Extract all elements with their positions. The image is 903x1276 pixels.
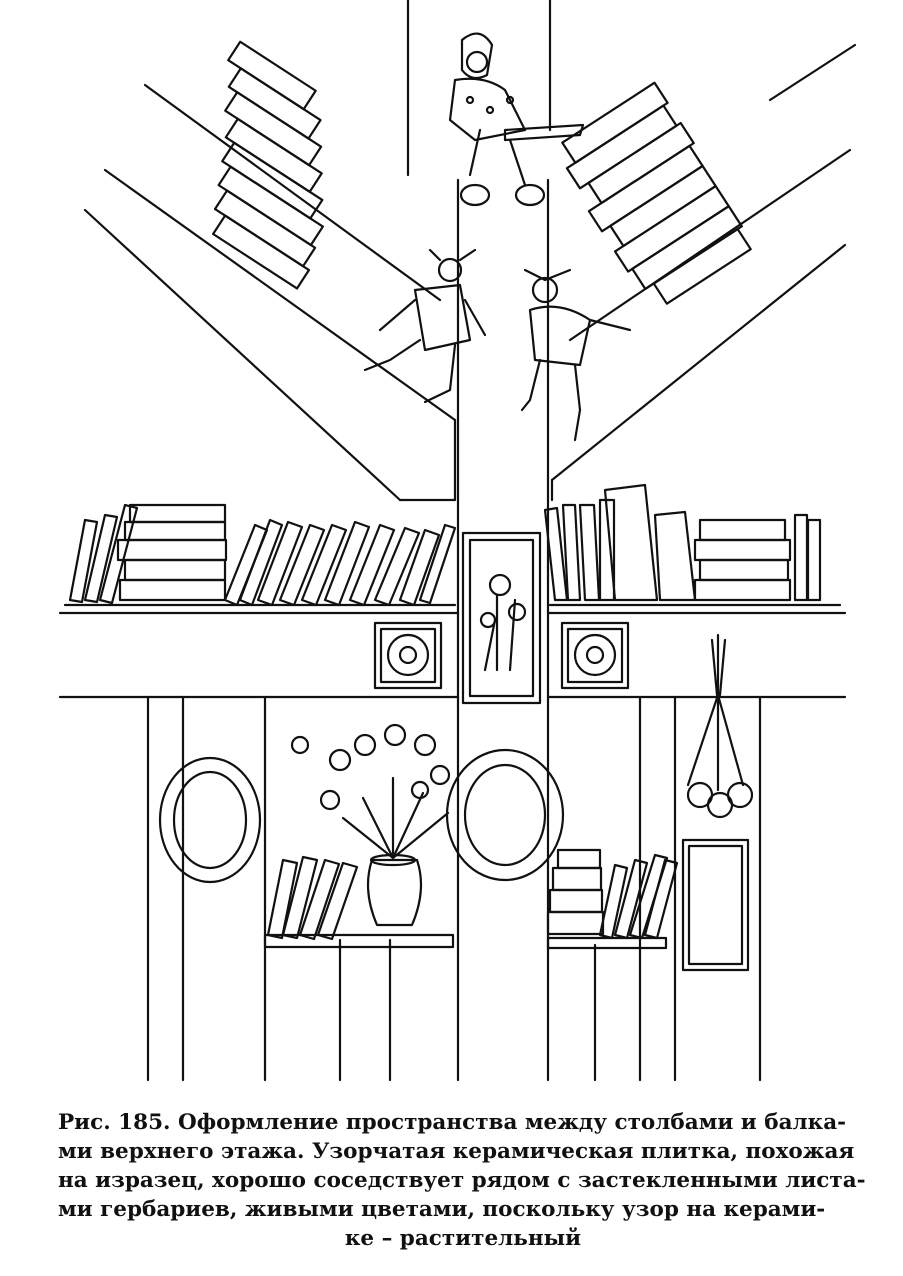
wreath-left — [160, 758, 260, 882]
lower-right-books — [548, 850, 677, 938]
illustration — [0, 0, 903, 1090]
middle-shelf — [60, 605, 845, 697]
figure-caption: Рис. 185. Оформление пространства между … — [58, 1108, 866, 1253]
ceramic-tile-right — [562, 623, 628, 688]
caption-line: ми верхнего этажа. Узорчатая керамическа… — [58, 1139, 855, 1164]
upper-right-books — [550, 83, 759, 312]
caption-line: Рис. 185. Оформление пространства между … — [58, 1110, 847, 1135]
wreath-right — [447, 750, 563, 880]
herbarium-frame — [463, 533, 540, 703]
lower-left-books — [268, 857, 357, 939]
flower-vase — [292, 725, 449, 925]
puppet-jester-right — [522, 270, 630, 440]
lower-posts — [148, 697, 760, 1080]
left-diagonal-beams — [85, 85, 455, 500]
caption-line: ке – растительный — [344, 1226, 582, 1251]
puppet-harlequin-left — [365, 250, 485, 402]
caption-line: ми гербариев, живыми цветами, поскольку … — [58, 1197, 826, 1222]
glazed-sheet — [683, 840, 748, 970]
ceramic-tile-left — [375, 623, 441, 688]
middle-left-books — [70, 505, 455, 605]
middle-right-books — [545, 485, 820, 600]
caption-line: на изразец, хорошо соседствует рядом с з… — [58, 1168, 866, 1193]
dried-bouquet — [688, 635, 752, 817]
upper-left-books — [144, 42, 392, 289]
right-diagonal-beams — [552, 45, 855, 500]
puppet-top — [450, 34, 583, 205]
